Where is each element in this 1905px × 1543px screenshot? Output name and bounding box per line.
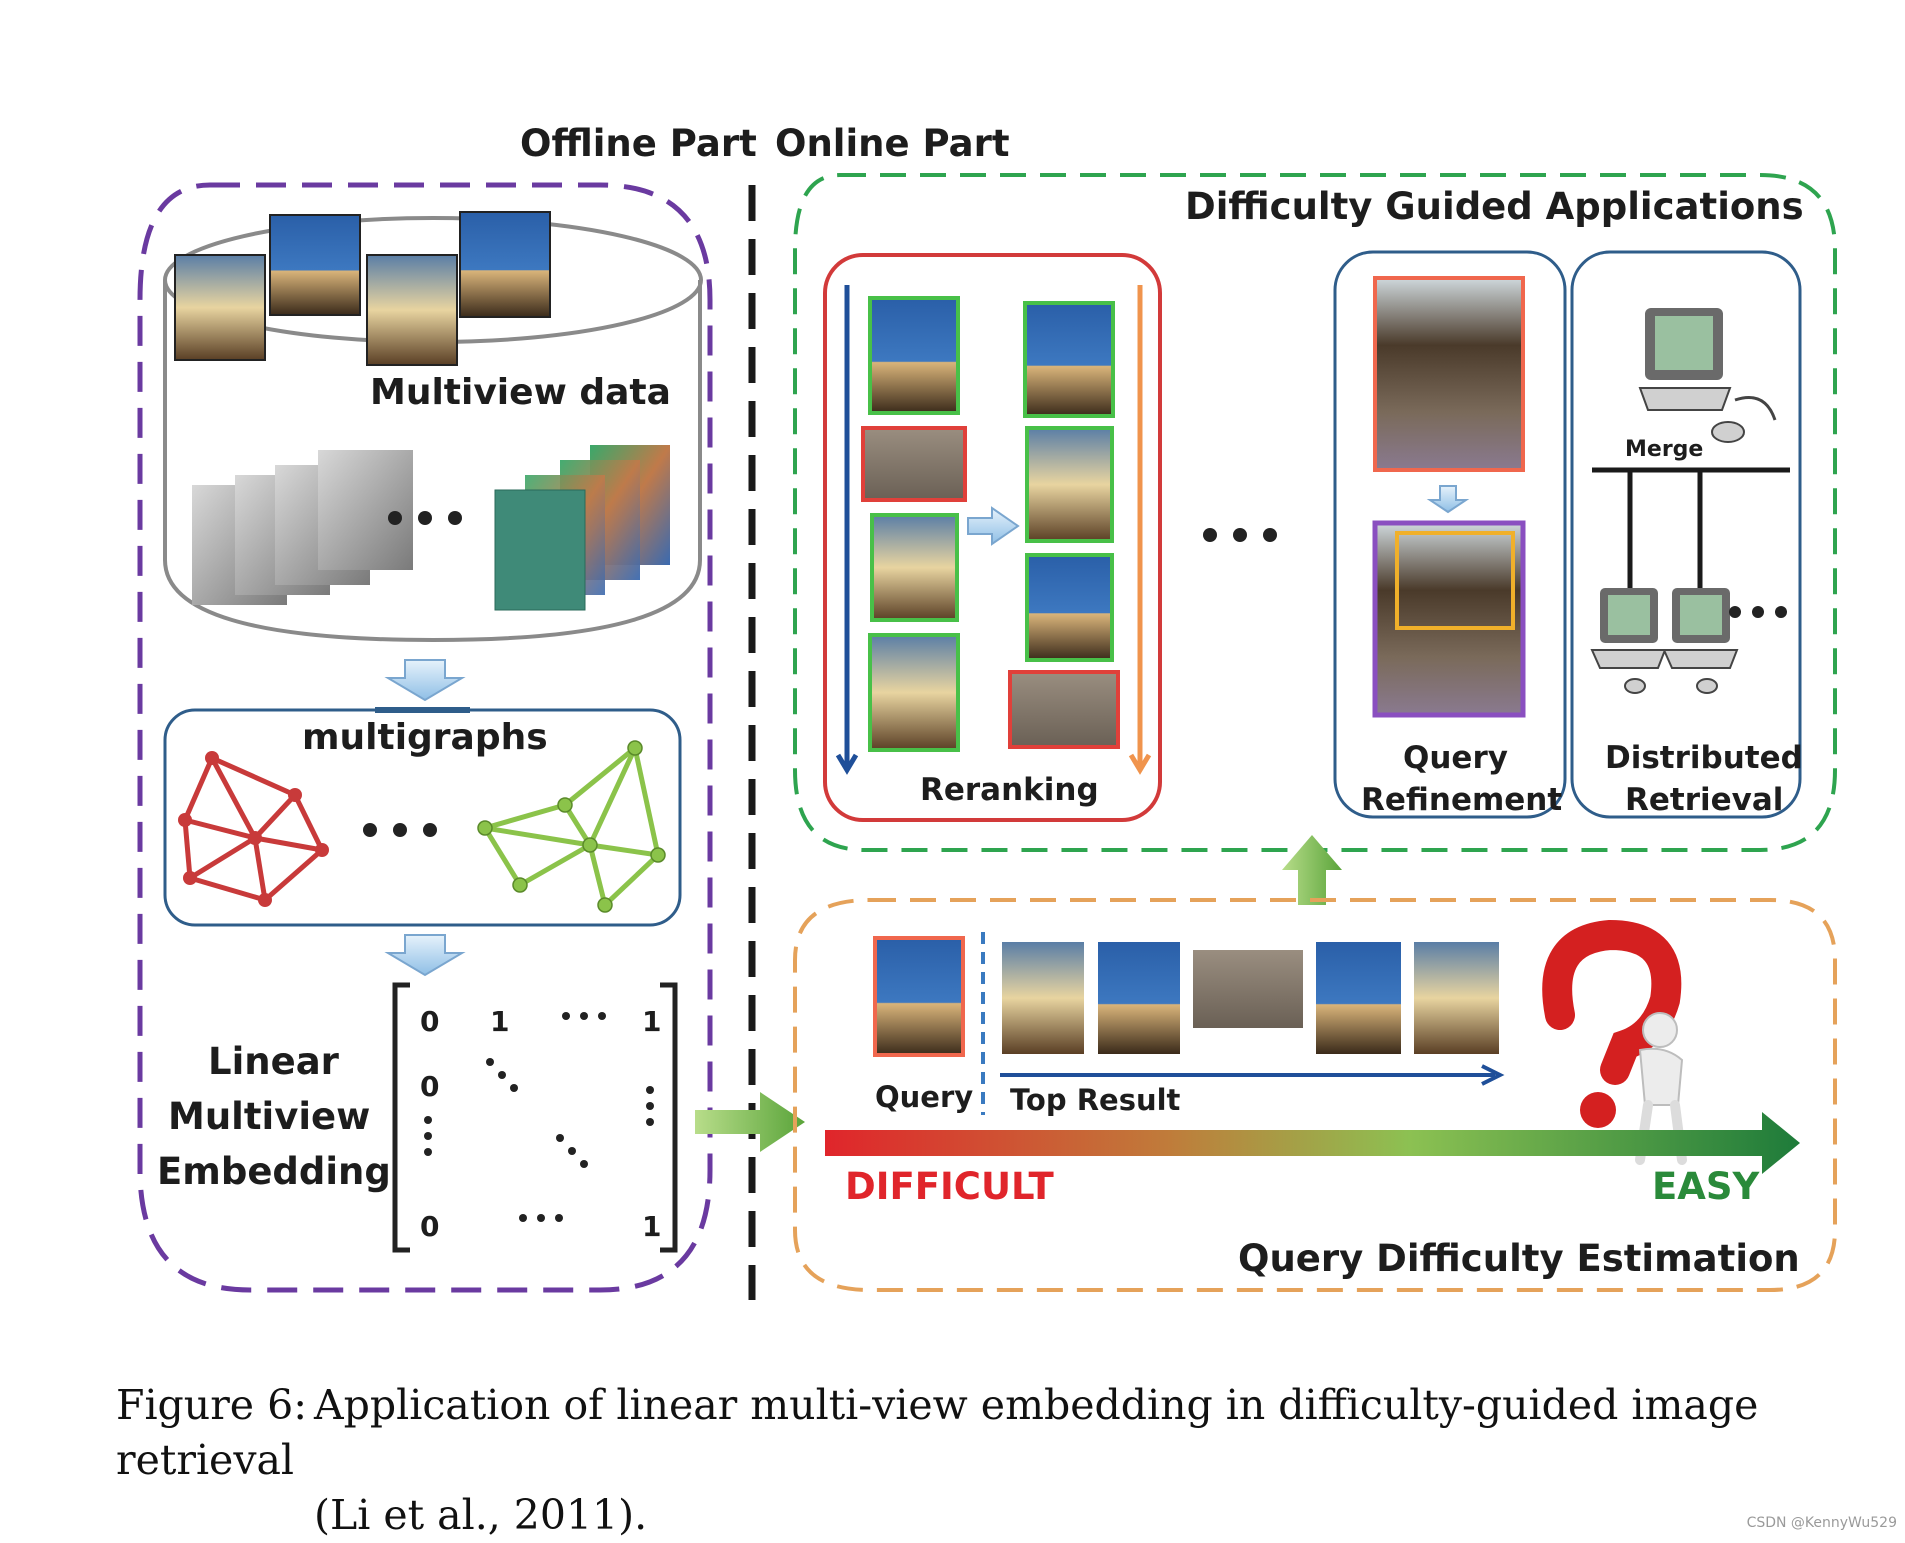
embedding-label-line3: Embedding — [157, 1150, 391, 1193]
difficulty-scale-arrow — [825, 1112, 1800, 1174]
green-graph-icon — [482, 746, 661, 907]
gray-feature-stack — [192, 450, 413, 605]
reranking-box — [823, 253, 1162, 822]
down-arrow-icon — [1426, 485, 1470, 514]
ellipsis-dots — [388, 511, 462, 525]
matrix-entry: 0 — [420, 1210, 440, 1243]
matrix-entry: 0 — [420, 1005, 440, 1038]
rerank-arrow-icon — [967, 506, 1020, 546]
estimation-query-image — [873, 936, 965, 1057]
estimation-title: Query Difficulty Estimation — [1238, 1237, 1800, 1280]
ellipsis-dots — [1203, 528, 1277, 542]
matrix-entry: 1 — [490, 1005, 510, 1038]
server-computer-icon — [1638, 308, 1777, 443]
up-arrow-icon — [1282, 835, 1342, 905]
refined-region-box — [1395, 531, 1515, 630]
down-arrow-icon — [384, 934, 466, 977]
top-result-images — [1002, 942, 1499, 1054]
embedding-label-line1: Linear — [208, 1040, 339, 1083]
refined-query-image — [1372, 520, 1526, 718]
down-arrow-icon — [384, 659, 466, 702]
multiview-data-label: Multiview data — [370, 372, 671, 413]
caption-line2: (Li et al., 2011). — [314, 1491, 648, 1539]
ellipsis-dots — [363, 823, 437, 837]
query-refinement-label-line1: Query — [1403, 740, 1508, 776]
caption-number: Figure 6: — [116, 1381, 308, 1429]
matrix-entry: 1 — [642, 1005, 662, 1038]
matrix-entry: 0 — [420, 1070, 440, 1103]
difficult-label: DIFFICULT — [845, 1165, 1054, 1208]
distributed-retrieval-box — [1570, 250, 1802, 819]
red-graph-icon — [182, 755, 325, 903]
distributed-retrieval-label-line1: Distributed — [1605, 740, 1803, 776]
matrix-brackets — [392, 982, 678, 1253]
client-computer-icon — [1590, 588, 1667, 694]
client-computer-icon — [1662, 588, 1739, 694]
merge-label: Merge — [1625, 437, 1704, 462]
online-part-label: Online Part — [775, 122, 1010, 165]
color-feature-stack — [494, 445, 670, 611]
reranking-left-images — [861, 296, 967, 752]
matrix-dots — [424, 1012, 654, 1222]
multiview-photo-stack — [174, 211, 551, 366]
offline-container — [137, 182, 713, 1293]
query-image — [1373, 276, 1525, 472]
thinking-person-icon — [1542, 919, 1687, 1165]
applications-container — [793, 173, 1837, 852]
offline-part-label: Offline Part — [520, 122, 757, 165]
multigraphs-label: multigraphs — [302, 717, 548, 758]
estimation-container — [793, 898, 1837, 1292]
query-refinement-box — [1333, 250, 1567, 819]
reranking-label: Reranking — [920, 772, 1099, 808]
watermark: CSDN @KennyWu529 — [1746, 1515, 1897, 1531]
caption-line1: Application of linear multi-view embeddi… — [116, 1381, 1759, 1484]
applications-title: Difficulty Guided Applications — [1185, 185, 1804, 228]
query-refinement-label-line2: Refinement — [1361, 782, 1563, 818]
embedding-label-line2: Multiview — [168, 1095, 371, 1138]
matrix-entry: 1 — [642, 1210, 662, 1243]
top-result-label: Top Result — [1010, 1083, 1181, 1117]
reranking-right-images — [1008, 301, 1120, 749]
distributed-retrieval-label-line2: Retrieval — [1625, 782, 1784, 818]
easy-label: EASY — [1652, 1165, 1760, 1208]
offline-to-online-arrow — [695, 1092, 805, 1152]
ellipsis-dots — [1729, 606, 1787, 618]
figure-caption: Figure 6:Application of linear multi-vie… — [116, 1378, 1856, 1543]
query-label: Query — [875, 1080, 974, 1114]
